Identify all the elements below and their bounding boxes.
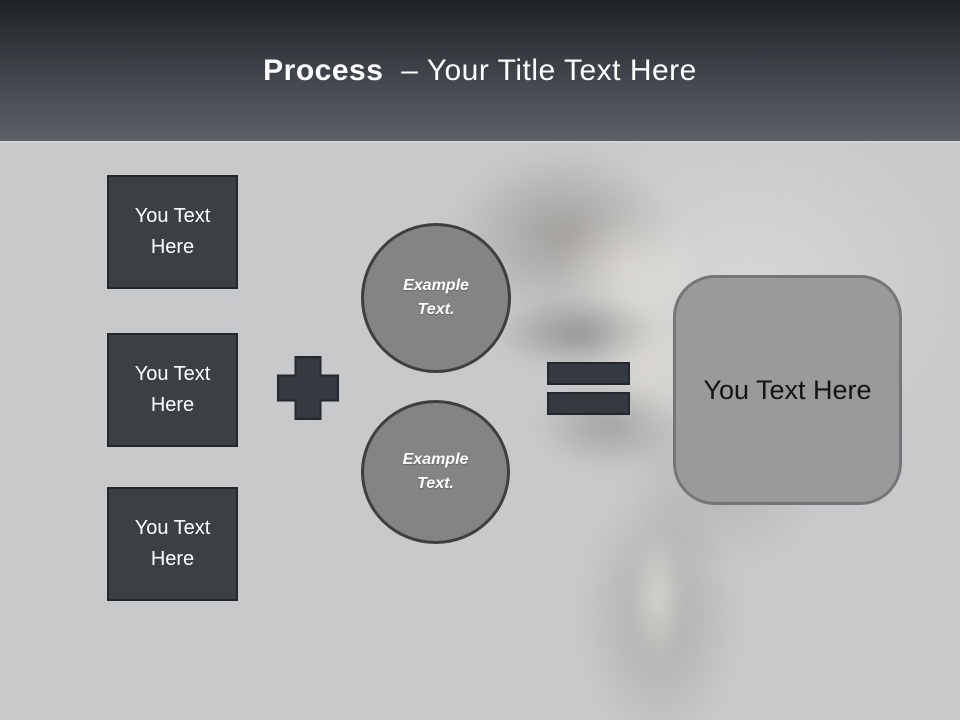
- input-box-1: You Text Here: [107, 175, 238, 289]
- slide-header: Process – Your Title Text Here: [0, 0, 960, 143]
- slide-title-keyword: Process: [263, 53, 384, 87]
- background-figure-lower: [580, 485, 740, 720]
- background-figure-eyes: [493, 295, 663, 370]
- equals-icon: [547, 362, 630, 415]
- input-box-3-label: You Text Here: [134, 517, 211, 570]
- result-box: You Text Here: [673, 275, 902, 505]
- input-box-2: You Text Here: [107, 333, 238, 447]
- example-circle-1: Example Text.: [361, 223, 511, 373]
- input-box-2-label: You Text Here: [134, 363, 211, 416]
- example-circle-1-label: Example Text.: [403, 277, 469, 318]
- example-circle-2-label: Example Text.: [402, 451, 469, 492]
- slide-title: Process – Your Title Text Here: [263, 54, 697, 88]
- equals-top-bar: [547, 362, 630, 385]
- example-circle-2: Example Text.: [361, 400, 510, 544]
- input-box-3: You Text Here: [107, 487, 238, 601]
- plus-icon: [277, 356, 339, 420]
- slide-title-subtitle: – Your Title Text Here: [401, 53, 697, 87]
- result-box-label: You Text Here: [703, 374, 872, 405]
- input-box-1-label: You Text Here: [134, 205, 211, 258]
- equals-bottom-bar: [547, 392, 630, 415]
- background-figure-highlight: [630, 535, 685, 665]
